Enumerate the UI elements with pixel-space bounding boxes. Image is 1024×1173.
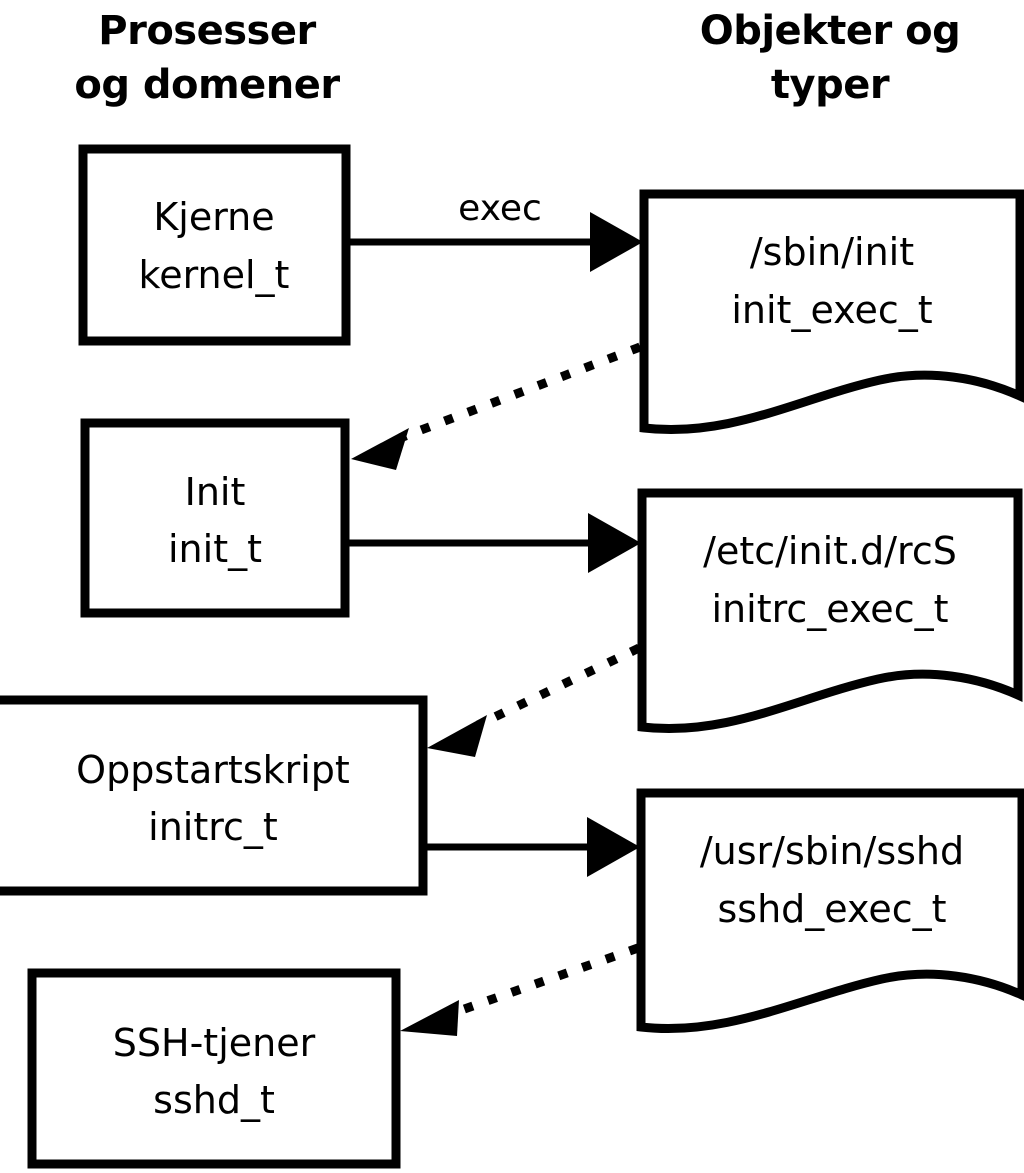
node-object-sshd-exec[interactable]: /usr/sbin/sshd sshd_exec_t [636, 788, 1024, 1034]
node-label-init-line2: init_t [168, 527, 262, 571]
edge-line-sshd-transition [448, 943, 640, 1019]
arrow-head-init-transition [351, 428, 409, 470]
node-label-sshd-line1: SSH-tjener [113, 1021, 316, 1065]
arrow-head-kernel-exec [590, 212, 643, 272]
node-process-sshd[interactable]: SSH-tjener sshd_t [27, 968, 401, 1169]
node-label-init-exec-line1: /sbin/init [750, 230, 914, 274]
column-header-objects: Objekter og typer [700, 8, 961, 108]
node-process-init[interactable]: Init init_t [80, 418, 350, 618]
edge-line-initrc-transition [476, 643, 641, 730]
edge-sshd-exec-to-sshd [400, 943, 640, 1036]
node-document-initrc-exec[interactable] [637, 488, 1023, 734]
edge-kernel-to-init-exec: exec [350, 188, 643, 272]
header-left-line1: Prosesser [98, 8, 316, 54]
node-label-sshd-exec-line1: /usr/sbin/sshd [700, 829, 964, 873]
arrow-head-init-exec [588, 513, 641, 573]
node-label-initrc-exec-line2: initrc_exec_t [712, 587, 949, 631]
node-box-sshd[interactable] [27, 968, 401, 1169]
edge-initrc-to-sshd-exec [427, 817, 640, 877]
arrow-head-initrc-transition [427, 715, 487, 757]
edge-label-exec: exec [458, 188, 542, 229]
node-process-kernel[interactable]: Kjerne kernel_t [78, 144, 351, 346]
node-object-init-exec[interactable]: /sbin/init init_exec_t [639, 189, 1024, 435]
node-label-sshd-line2: sshd_t [153, 1078, 275, 1122]
node-object-initrc-exec[interactable]: /etc/init.d/rcS initrc_exec_t [637, 488, 1023, 734]
edge-initrc-exec-to-initrc [427, 643, 641, 757]
node-label-initrc-line2: initrc_t [148, 805, 278, 849]
header-right-line1: Objekter og [700, 8, 961, 54]
column-header-processes: Prosesser og domener [74, 8, 341, 108]
node-label-initrc-exec-line1: /etc/init.d/rcS [703, 529, 957, 573]
node-box-initrc[interactable] [0, 695, 428, 896]
node-label-initrc-line1: Oppstartskript [76, 748, 350, 792]
edge-init-to-initrc-exec [349, 513, 641, 573]
node-label-init-exec-line2: init_exec_t [731, 288, 932, 332]
node-label-kernel-line1: Kjerne [153, 195, 274, 239]
node-document-sshd-exec[interactable] [636, 788, 1024, 1034]
edge-init-exec-to-init [351, 342, 642, 470]
node-label-kernel-line2: kernel_t [139, 253, 290, 297]
arrow-head-initrc-exec [587, 817, 640, 877]
arrow-head-sshd-transition [400, 1000, 459, 1036]
node-box-kernel[interactable] [78, 144, 351, 346]
node-process-initrc[interactable]: Oppstartskript initrc_t [0, 695, 428, 896]
edge-line-init-transition [398, 342, 642, 443]
node-document-init-exec[interactable] [639, 189, 1024, 435]
node-box-init[interactable] [80, 418, 350, 618]
node-label-sshd-exec-line2: sshd_exec_t [717, 887, 946, 931]
header-left-line2: og domener [74, 62, 340, 108]
node-label-init-line1: Init [185, 470, 246, 514]
header-right-line2: typer [771, 62, 890, 108]
